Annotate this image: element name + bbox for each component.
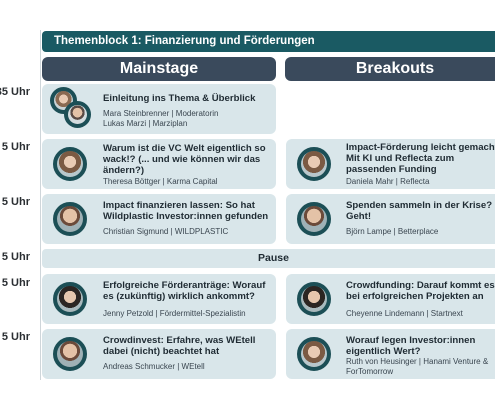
speaker-avatar bbox=[50, 87, 77, 114]
session-speaker: Jenny Petzold | Fördermittel-Spezialisti… bbox=[103, 309, 246, 318]
session-speaker: Lukas Marzi | Marziplan bbox=[103, 119, 188, 128]
speaker-avatar bbox=[53, 202, 87, 236]
session-card-main-1[interactable]: Einleitung ins Thema & Überblick Mara St… bbox=[42, 84, 276, 134]
time-label-2: 5 Uhr bbox=[1, 141, 30, 153]
pause-bar: Pause bbox=[42, 249, 495, 268]
session-speaker: Andreas Schmucker | WEtell bbox=[103, 362, 205, 371]
session-speaker: Daniela Mahr | Reflecta bbox=[346, 177, 430, 186]
time-label-6: 5 Uhr bbox=[1, 331, 30, 343]
session-title: Crowdinvest: Erfahre, was WEtell dabei (… bbox=[103, 335, 256, 357]
session-card-main-3[interactable]: Impact finanzieren lassen: So hat Wildpl… bbox=[42, 194, 276, 244]
column-header-mainstage: Mainstage bbox=[42, 57, 276, 81]
session-speaker: Ruth von Heusinger | Hanami Venture & Fo… bbox=[346, 357, 489, 376]
session-card-breakout-1[interactable]: Impact-Förderung leicht gemacht: Mit KI … bbox=[286, 139, 495, 189]
session-card-main-4[interactable]: Erfolgreiche Förderanträge: Worauf es (z… bbox=[42, 274, 276, 324]
session-card-main-2[interactable]: Warum ist die VC Welt eigentlich so wack… bbox=[42, 139, 276, 189]
block-title: Themenblock 1: Finanzierung und Förderun… bbox=[42, 31, 495, 52]
speaker-avatar bbox=[64, 101, 91, 128]
speaker-avatar bbox=[297, 202, 331, 236]
session-speaker: Cheyenne Lindemann | Startnext bbox=[346, 309, 463, 318]
session-title: Spenden sammeln in der Krise? Geht! bbox=[346, 200, 493, 222]
session-card-main-5[interactable]: Crowdinvest: Erfahre, was WEtell dabei (… bbox=[42, 329, 276, 379]
session-title: Einleitung ins Thema & Überblick bbox=[103, 93, 256, 104]
speaker-avatar bbox=[53, 147, 87, 181]
session-title: Warum ist die VC Welt eigentlich so wack… bbox=[103, 143, 266, 176]
speaker-avatar bbox=[297, 282, 331, 316]
session-speaker: Mara Steinbrenner | Moderatorin bbox=[103, 109, 219, 118]
session-card-breakout-2[interactable]: Spenden sammeln in der Krise? Geht! Björ… bbox=[286, 194, 495, 244]
time-label-4: 5 Uhr bbox=[1, 251, 30, 263]
column-header-breakouts: Breakouts bbox=[285, 57, 495, 81]
session-speaker: Theresa Böttger | Karma Capital bbox=[103, 177, 218, 186]
session-card-breakout-4[interactable]: Worauf legen Investor:innen eigentlich W… bbox=[286, 329, 495, 379]
session-title: Worauf legen Investor:innen eigentlich W… bbox=[346, 335, 476, 357]
session-title: Erfolgreiche Förderanträge: Worauf es (z… bbox=[103, 280, 266, 302]
time-label-3: 5 Uhr bbox=[1, 196, 30, 208]
speaker-avatar bbox=[297, 337, 331, 371]
session-speaker: Björn Lampe | Betterplace bbox=[346, 227, 439, 236]
session-title: Impact finanzieren lassen: So hat Wildpl… bbox=[103, 200, 269, 222]
session-speaker: Christian Sigmund | WILDPLASTIC bbox=[103, 227, 229, 236]
speaker-avatar bbox=[53, 337, 87, 371]
avatar-pair bbox=[48, 87, 92, 129]
speaker-avatar bbox=[297, 147, 331, 181]
session-title: Impact-Förderung leicht gemacht: Mit KI … bbox=[346, 142, 495, 175]
timeline-divider bbox=[40, 30, 41, 380]
speaker-avatar bbox=[53, 282, 87, 316]
session-card-breakout-3[interactable]: Crowdfunding: Darauf kommt es bei erfolg… bbox=[286, 274, 495, 324]
session-title: Crowdfunding: Darauf kommt es bei erfolg… bbox=[346, 280, 495, 302]
time-label-1: 35 Uhr bbox=[0, 86, 30, 98]
time-label-5: 5 Uhr bbox=[1, 277, 30, 289]
